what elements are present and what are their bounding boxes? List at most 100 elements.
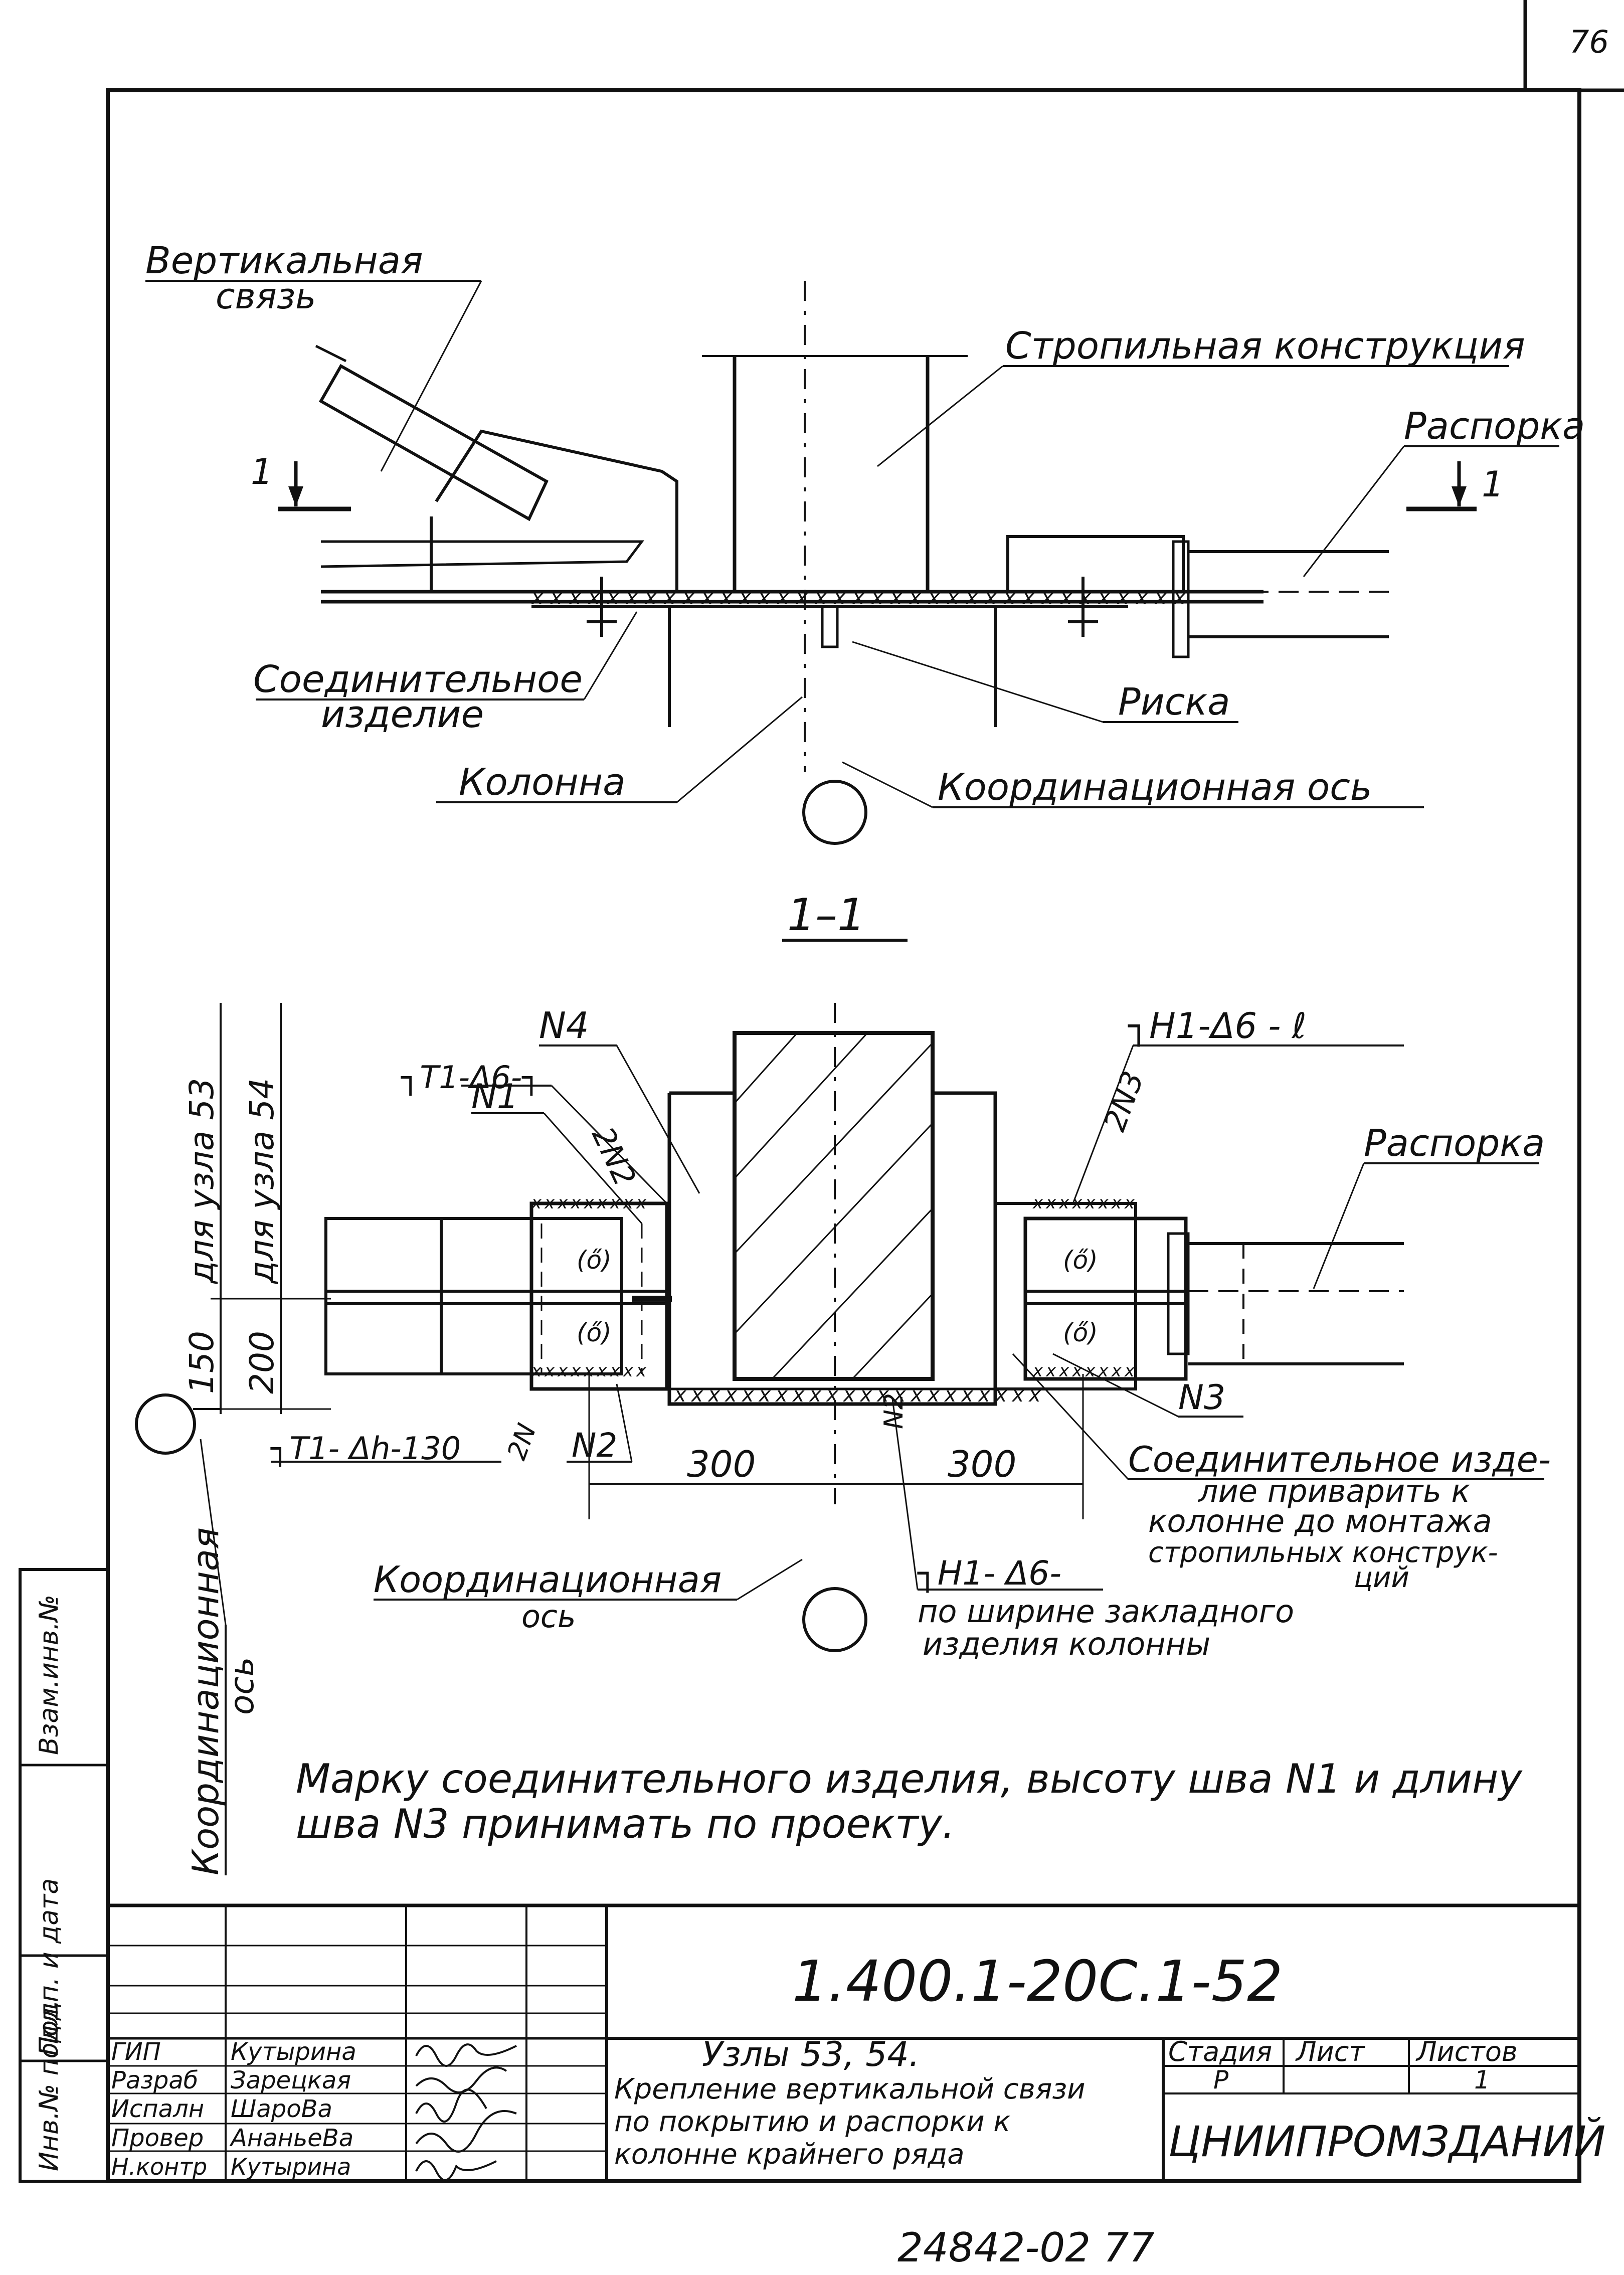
weld-note-5: ций xyxy=(1354,1561,1409,1594)
t1-label: ┐T1-Δ6-┐ xyxy=(401,1059,541,1096)
coord-axis-label: Координационная ось xyxy=(938,766,1372,809)
column xyxy=(668,605,997,727)
title-line1: Узлы 53, 54. xyxy=(702,2035,920,2074)
section-mark-right-label: 1 xyxy=(1482,464,1504,505)
left-axis-label1: Координационная xyxy=(185,1527,227,1875)
node53-label: для узла 53 xyxy=(183,1078,221,1284)
bolt-right-1: (ő) xyxy=(1063,1246,1098,1275)
bottom-number: 24842-02 77 xyxy=(897,2224,1154,2271)
axis-circle-bottom xyxy=(802,1587,867,1652)
stage-value: Р xyxy=(1213,2065,1229,2094)
h1-top-label: ┐H1-Δ6 - ℓ xyxy=(1128,1005,1307,1047)
2n3-label: 2N3 xyxy=(1097,1067,1151,1136)
sig-name-0: Кутырина xyxy=(231,2038,356,2066)
weld-marks: xxxxxxxxxxxxxxxxxxxxxxxxxxxxxxxxxxx xyxy=(530,586,1193,609)
n3-label: N3 xyxy=(1178,1378,1225,1418)
base-plate: xxxxxxxxxxxxxxxxxxxxxxxxxxxxxxxxxxx xyxy=(321,586,1264,609)
truss-member xyxy=(702,281,968,772)
sig-name-2: ШароВа xyxy=(231,2095,332,2123)
2n2-label: 2N2 xyxy=(585,1122,642,1191)
left-connector: (ő) (ő) xxxxxxxxx xxxxxxxxx xyxy=(324,1188,672,1404)
page-number: 76 xyxy=(1569,24,1609,60)
connector-label2: изделие xyxy=(321,693,484,736)
sheets-label: Листов xyxy=(1415,2036,1518,2067)
connector-label1: Соединительное xyxy=(253,658,583,701)
bolt-left-1: (ő) xyxy=(577,1246,612,1275)
n2-label: N2 xyxy=(572,1426,617,1465)
stage-label: Стадия xyxy=(1168,2036,1272,2067)
sig-role-0: ГИП xyxy=(111,2038,161,2066)
sheet-label: Лист xyxy=(1295,2036,1365,2067)
sheets-value: 1 xyxy=(1474,2065,1490,2094)
section-title: 1–1 xyxy=(787,889,865,941)
section-mark-right: 1 xyxy=(1406,461,1504,511)
title-line3: по покрытию и распорки к xyxy=(614,2106,1010,2138)
vertical-brace-label: Вертикальная xyxy=(145,239,423,282)
leader-lines-top xyxy=(145,280,1559,808)
right-connector: (ő) (ő) xxxxxxxx xxxxxxxx xyxy=(994,1193,1404,1390)
weld-marks-right: xxxxxxxx xyxy=(1032,1193,1138,1213)
h1-bottom-label: ┐H1- Δ6- xyxy=(917,1554,1061,1593)
drawing-code: 1.400.1-20С.1-52 xyxy=(792,1949,1283,2014)
weld-note-3: колонне до монтажа xyxy=(1148,1503,1492,1539)
bolt-right-2: (ő) xyxy=(1063,1318,1098,1347)
sig-role-1: Разраб xyxy=(111,2066,198,2094)
sig-name-3: АнаньеВа xyxy=(229,2124,353,2152)
weld-note-4: стропильных конструк- xyxy=(1148,1536,1498,1569)
bolt-left-2: (ő) xyxy=(577,1318,612,1347)
axis-circle-left xyxy=(135,1393,196,1455)
axis-circle-top xyxy=(802,780,867,845)
signature-scribbles xyxy=(415,2043,517,2181)
title-line2: Крепление вертикальной связи xyxy=(614,2073,1086,2106)
width-note-1: по ширине закладного xyxy=(918,1593,1294,1630)
weld-marks-bottom: xxxxxxxxxxxxxxxxxxxxxx xyxy=(673,1383,1046,1407)
weld-marks-left: xxxxxxxxx xyxy=(531,1193,649,1213)
dim200-label: 200 xyxy=(243,1331,281,1394)
section-mark-left-label: 1 xyxy=(251,451,273,492)
side-stamp: Инв.№ подл. Подп. и дата Взам.инв.№ xyxy=(19,1568,109,2183)
dimension-lines xyxy=(211,1003,1084,1519)
concrete-column xyxy=(733,1003,935,1504)
weld-note-1: Соединительное изде- xyxy=(1128,1439,1551,1480)
n4-label: N4 xyxy=(539,1004,589,1046)
node54-label: для узла 54 xyxy=(243,1078,281,1284)
embedded-plate: xxxxxxxxxxxxxxxxxxxxxx xyxy=(667,1091,1046,1407)
dim150-label: 150 xyxy=(183,1331,221,1394)
section-mark-left: 1 xyxy=(251,451,351,511)
sig-role-2: Испалн xyxy=(111,2095,204,2123)
n2-vertical-label: N2 xyxy=(879,1393,909,1429)
weld-marks-right2: xxxxxxxx xyxy=(1032,1361,1138,1381)
vertical-brace-label2: связь xyxy=(216,276,316,317)
note-line1: Марку соединительного изделия, высоту шв… xyxy=(296,1756,1523,1802)
width-note-2: изделия колонны xyxy=(923,1626,1210,1662)
section-view: 1–1 xxxxxxxxxxxxxxxxxxxxxx xyxy=(135,889,1551,1875)
note-line2: шва N3 принимать по проекту. xyxy=(296,1801,955,1847)
weld-note-2: лие приварить к xyxy=(1198,1473,1471,1509)
sign-date-label: Подп. и дата xyxy=(34,1878,64,2056)
dim300a-label: 300 xyxy=(687,1443,756,1485)
strut xyxy=(1006,535,1389,658)
sig-role-3: Провер xyxy=(111,2124,204,2152)
organization: ЦНИИПРОМЗДАНИЙ xyxy=(1168,2117,1605,2166)
2n-label: 2N xyxy=(502,1420,543,1464)
truss-label: Стропильная конструкция xyxy=(1005,324,1525,368)
sig-name-1: Зарецкая xyxy=(231,2066,351,2094)
t1-bottom-label: ┐T1- Δh-130 xyxy=(270,1430,461,1467)
title-block: 1.400.1-20С.1-52 Узлы 53, 54. Крепление … xyxy=(108,1903,1605,2181)
n1-label: N1 xyxy=(471,1077,518,1117)
leader-lines-section xyxy=(200,1044,1544,1875)
coord-axis-section2: ось xyxy=(521,1598,576,1635)
weld-marks-left2: xxxxxxxxx xyxy=(531,1361,649,1381)
mark-label: Риска xyxy=(1118,680,1230,724)
strut-label: Распорка xyxy=(1404,405,1585,448)
inv-repl-label: Взам.инв.№ xyxy=(34,1595,64,1755)
title-line4: колонне крайнего ряда xyxy=(614,2138,965,2171)
top-view: xxxxxxxxxxxxxxxxxxxxxxxxxxxxxxxxxxx xyxy=(145,239,1585,845)
coord-axis-section: Координационная xyxy=(374,1558,721,1601)
sheet-frame xyxy=(106,0,1624,2183)
left-axis-label2: ось xyxy=(223,1657,261,1715)
vertical-brace xyxy=(315,344,1098,637)
sig-name-4: Кутырина xyxy=(231,2153,351,2180)
strut-label-section: Распорка xyxy=(1364,1122,1545,1165)
inv-orig-label: Инв.№ подл. xyxy=(34,2000,64,2171)
